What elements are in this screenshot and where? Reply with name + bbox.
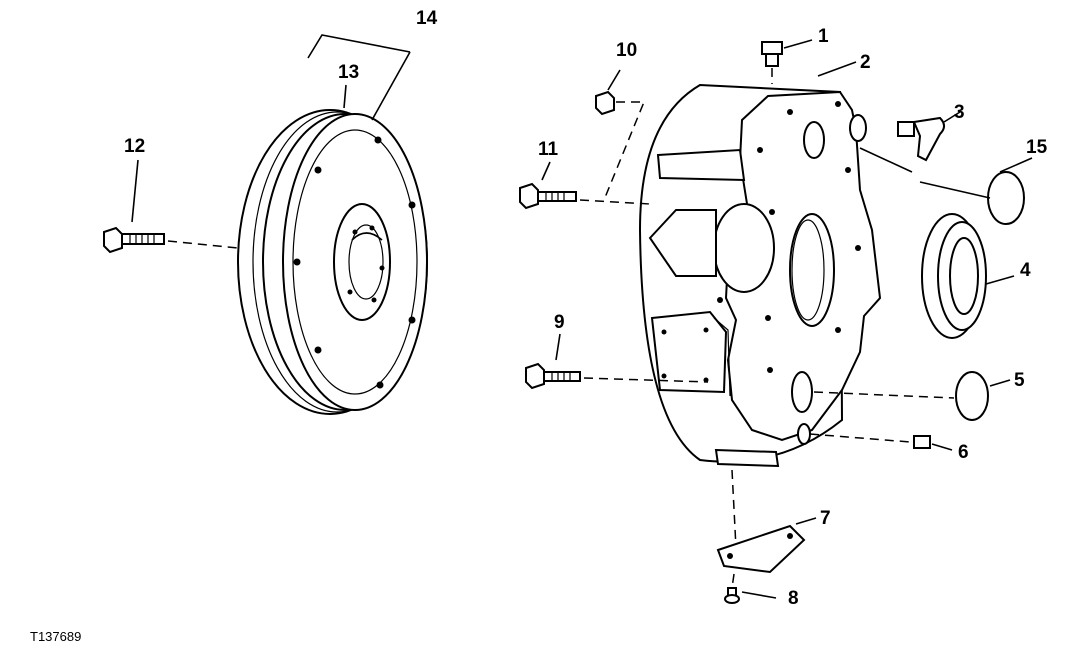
callout-13: 13 [338,62,359,83]
callout-15: 15 [1026,137,1048,158]
callout-6: 6 [958,442,969,463]
figure-id: T137689 [30,629,81,644]
housing-bolt-11 [519,161,651,210]
callout-4: 4 [1020,260,1031,281]
flywheel-housing [638,83,882,468]
callout-11: 11 [538,139,559,160]
callout-14-bracket [307,34,411,59]
callout-12: 12 [124,136,145,157]
callout-1: 1 [818,26,829,47]
housing-bolt-9 [525,333,709,390]
housing-center-bore [789,213,835,327]
callout-9: 9 [554,312,565,333]
housing-plug-top [761,39,813,84]
callout-14: 14 [416,8,438,29]
flywheel-bolt [103,226,239,254]
callout-5: 5 [1014,370,1025,391]
housing-pipe-plug [809,433,953,451]
callout-2: 2 [860,52,871,73]
housing-cap [919,157,1033,225]
housing-plug-disc [813,371,1011,421]
cover-screw [724,573,777,604]
housing-mount-holes [661,101,861,383]
timing-pin-bracket [859,111,961,173]
access-cover-plate [716,469,817,574]
flywheel-hub [333,203,391,321]
flywheel-bolt-holes [293,136,416,389]
housing-nut [595,69,646,201]
crankshaft-rear-seal [921,213,1015,339]
callout-8: 8 [788,588,799,609]
starter-opening [713,203,775,293]
callout-7: 7 [820,508,831,529]
callout-3: 3 [954,102,965,123]
flywheel-assembly [237,109,428,415]
callout-10: 10 [616,40,637,61]
